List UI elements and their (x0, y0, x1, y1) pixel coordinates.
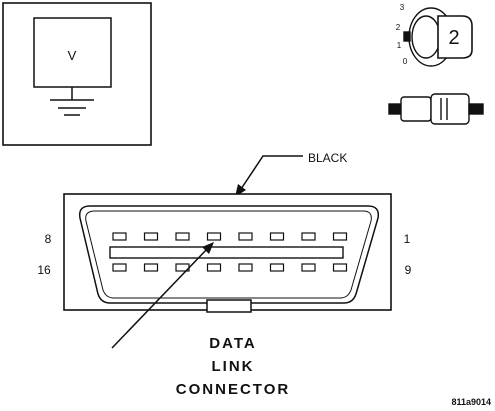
connector-pin-9 (332, 263, 348, 272)
pin-number-1: 1 (404, 232, 411, 246)
title-line-connector: CONNECTOR (176, 381, 290, 398)
pin-number-9: 9 (405, 263, 412, 277)
connector-key-tab (206, 299, 252, 313)
ignition-position-0: 0 (403, 57, 408, 66)
connector-pin-5 (206, 232, 222, 241)
connector-center-bar (109, 246, 344, 259)
connector-pin-2 (301, 232, 316, 241)
pin-number-8: 8 (45, 232, 52, 246)
connector-color-label: BLACK (308, 151, 347, 165)
connector-pin-13 (206, 263, 222, 272)
ignition-key-number: 2 (448, 27, 459, 49)
connector-pin-6 (175, 232, 190, 241)
ignition-key-icon: 2 (437, 15, 473, 59)
ignition-switch-icon: 3 2 1 0 2 (396, 3, 473, 67)
title-line-data: DATA (209, 335, 256, 352)
connector-body (63, 193, 392, 313)
connector-pin-8 (112, 232, 127, 241)
ground-symbol (50, 87, 94, 116)
connector-pin-15 (143, 263, 159, 272)
voltmeter-label: V (68, 48, 77, 63)
connector-pin-1 (332, 232, 348, 241)
connector-pin-16 (112, 263, 127, 272)
connector-pin-7 (143, 232, 159, 241)
ignition-position-2: 2 (396, 23, 401, 32)
ignition-position-1: 1 (397, 41, 402, 50)
connector-pin-4 (238, 232, 253, 241)
key-side-icon (388, 93, 484, 125)
voltmeter-frame (2, 2, 152, 146)
voltmeter-panel: V (2, 2, 152, 146)
ignition-position-3: 3 (400, 3, 405, 12)
dlc-leader-arrow (111, 242, 214, 349)
connector-pin-11 (269, 263, 285, 272)
black-leader-arrow (235, 155, 303, 197)
pin-number-16: 16 (37, 263, 51, 277)
connector-pin-row-top (112, 232, 348, 241)
connector-pin-12 (238, 263, 253, 272)
figure-id: 811a9014 (451, 397, 491, 407)
connector-pin-row-bottom (112, 263, 348, 272)
connector-pin-10 (301, 263, 316, 272)
connector-pin-3 (269, 232, 285, 241)
title-line-link: LINK (212, 358, 255, 375)
connector-trapezoid-inner (85, 210, 372, 299)
